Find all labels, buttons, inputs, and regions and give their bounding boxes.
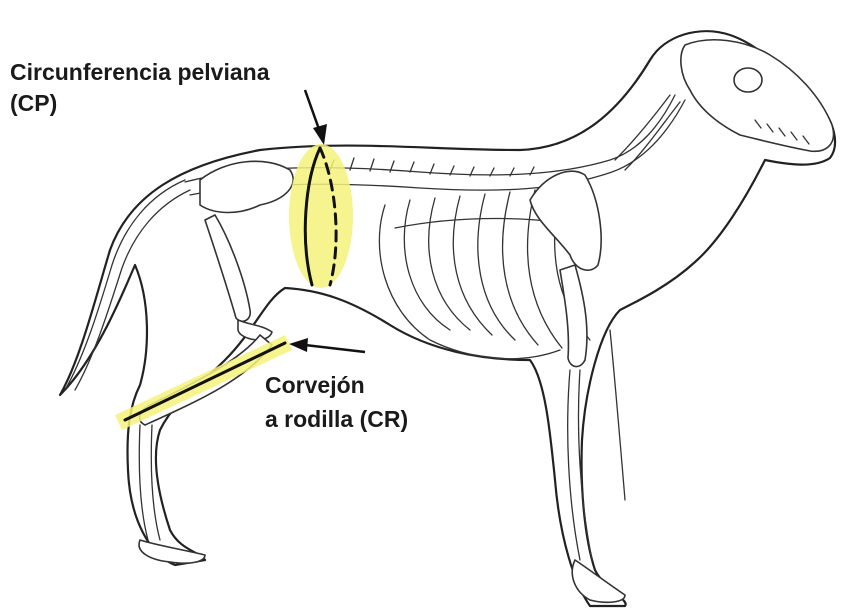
hock-to-knee-line xyxy=(125,343,285,420)
hock-arrow xyxy=(289,338,365,352)
pelvic-circumference-abbrev: (CP) xyxy=(10,90,57,117)
skull xyxy=(681,40,834,151)
pelvic-arrow xyxy=(305,90,327,145)
pelvic-circumference-highlight xyxy=(289,144,353,288)
pelvic-circumference-label: Circunferencia pelviana xyxy=(10,59,270,86)
hock-to-knee-label: a rodilla (CR) xyxy=(265,406,408,433)
neck-vertebrae xyxy=(615,95,680,170)
pelvis-bone xyxy=(200,161,293,212)
scapula-bone xyxy=(530,171,601,270)
hock-label: Corvejón xyxy=(265,372,365,399)
